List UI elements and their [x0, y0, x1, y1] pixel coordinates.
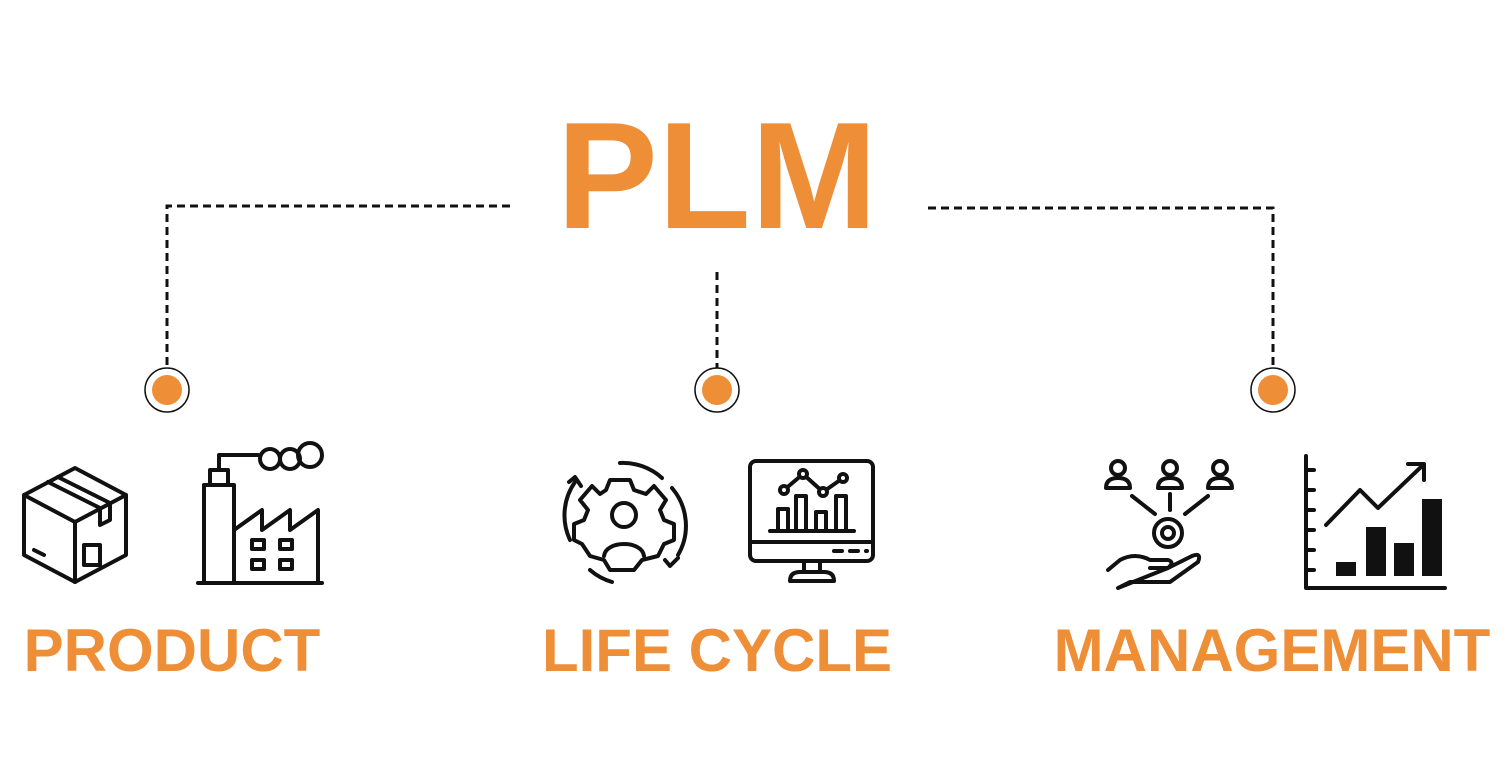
monitor-chart-icon [748, 459, 875, 583]
node-management [1250, 367, 1296, 413]
node-lifecycle [694, 367, 740, 413]
gear-cycle-person-icon [562, 460, 688, 584]
team-hand-gear-icon [1104, 459, 1234, 590]
label-life-cycle: LIFE CYCLE [542, 617, 892, 684]
connector-lines [165, 204, 1275, 368]
connector-product [165, 204, 510, 368]
label-product: PRODUCT [24, 617, 321, 684]
box-icon [22, 466, 128, 584]
label-management: MANAGEMENT [1054, 617, 1491, 684]
factory-icon [196, 441, 324, 585]
plm-title: PLM [557, 91, 878, 261]
node-product [144, 367, 190, 413]
growth-bar-chart-icon [1304, 454, 1447, 590]
connector-management [928, 206, 1275, 368]
